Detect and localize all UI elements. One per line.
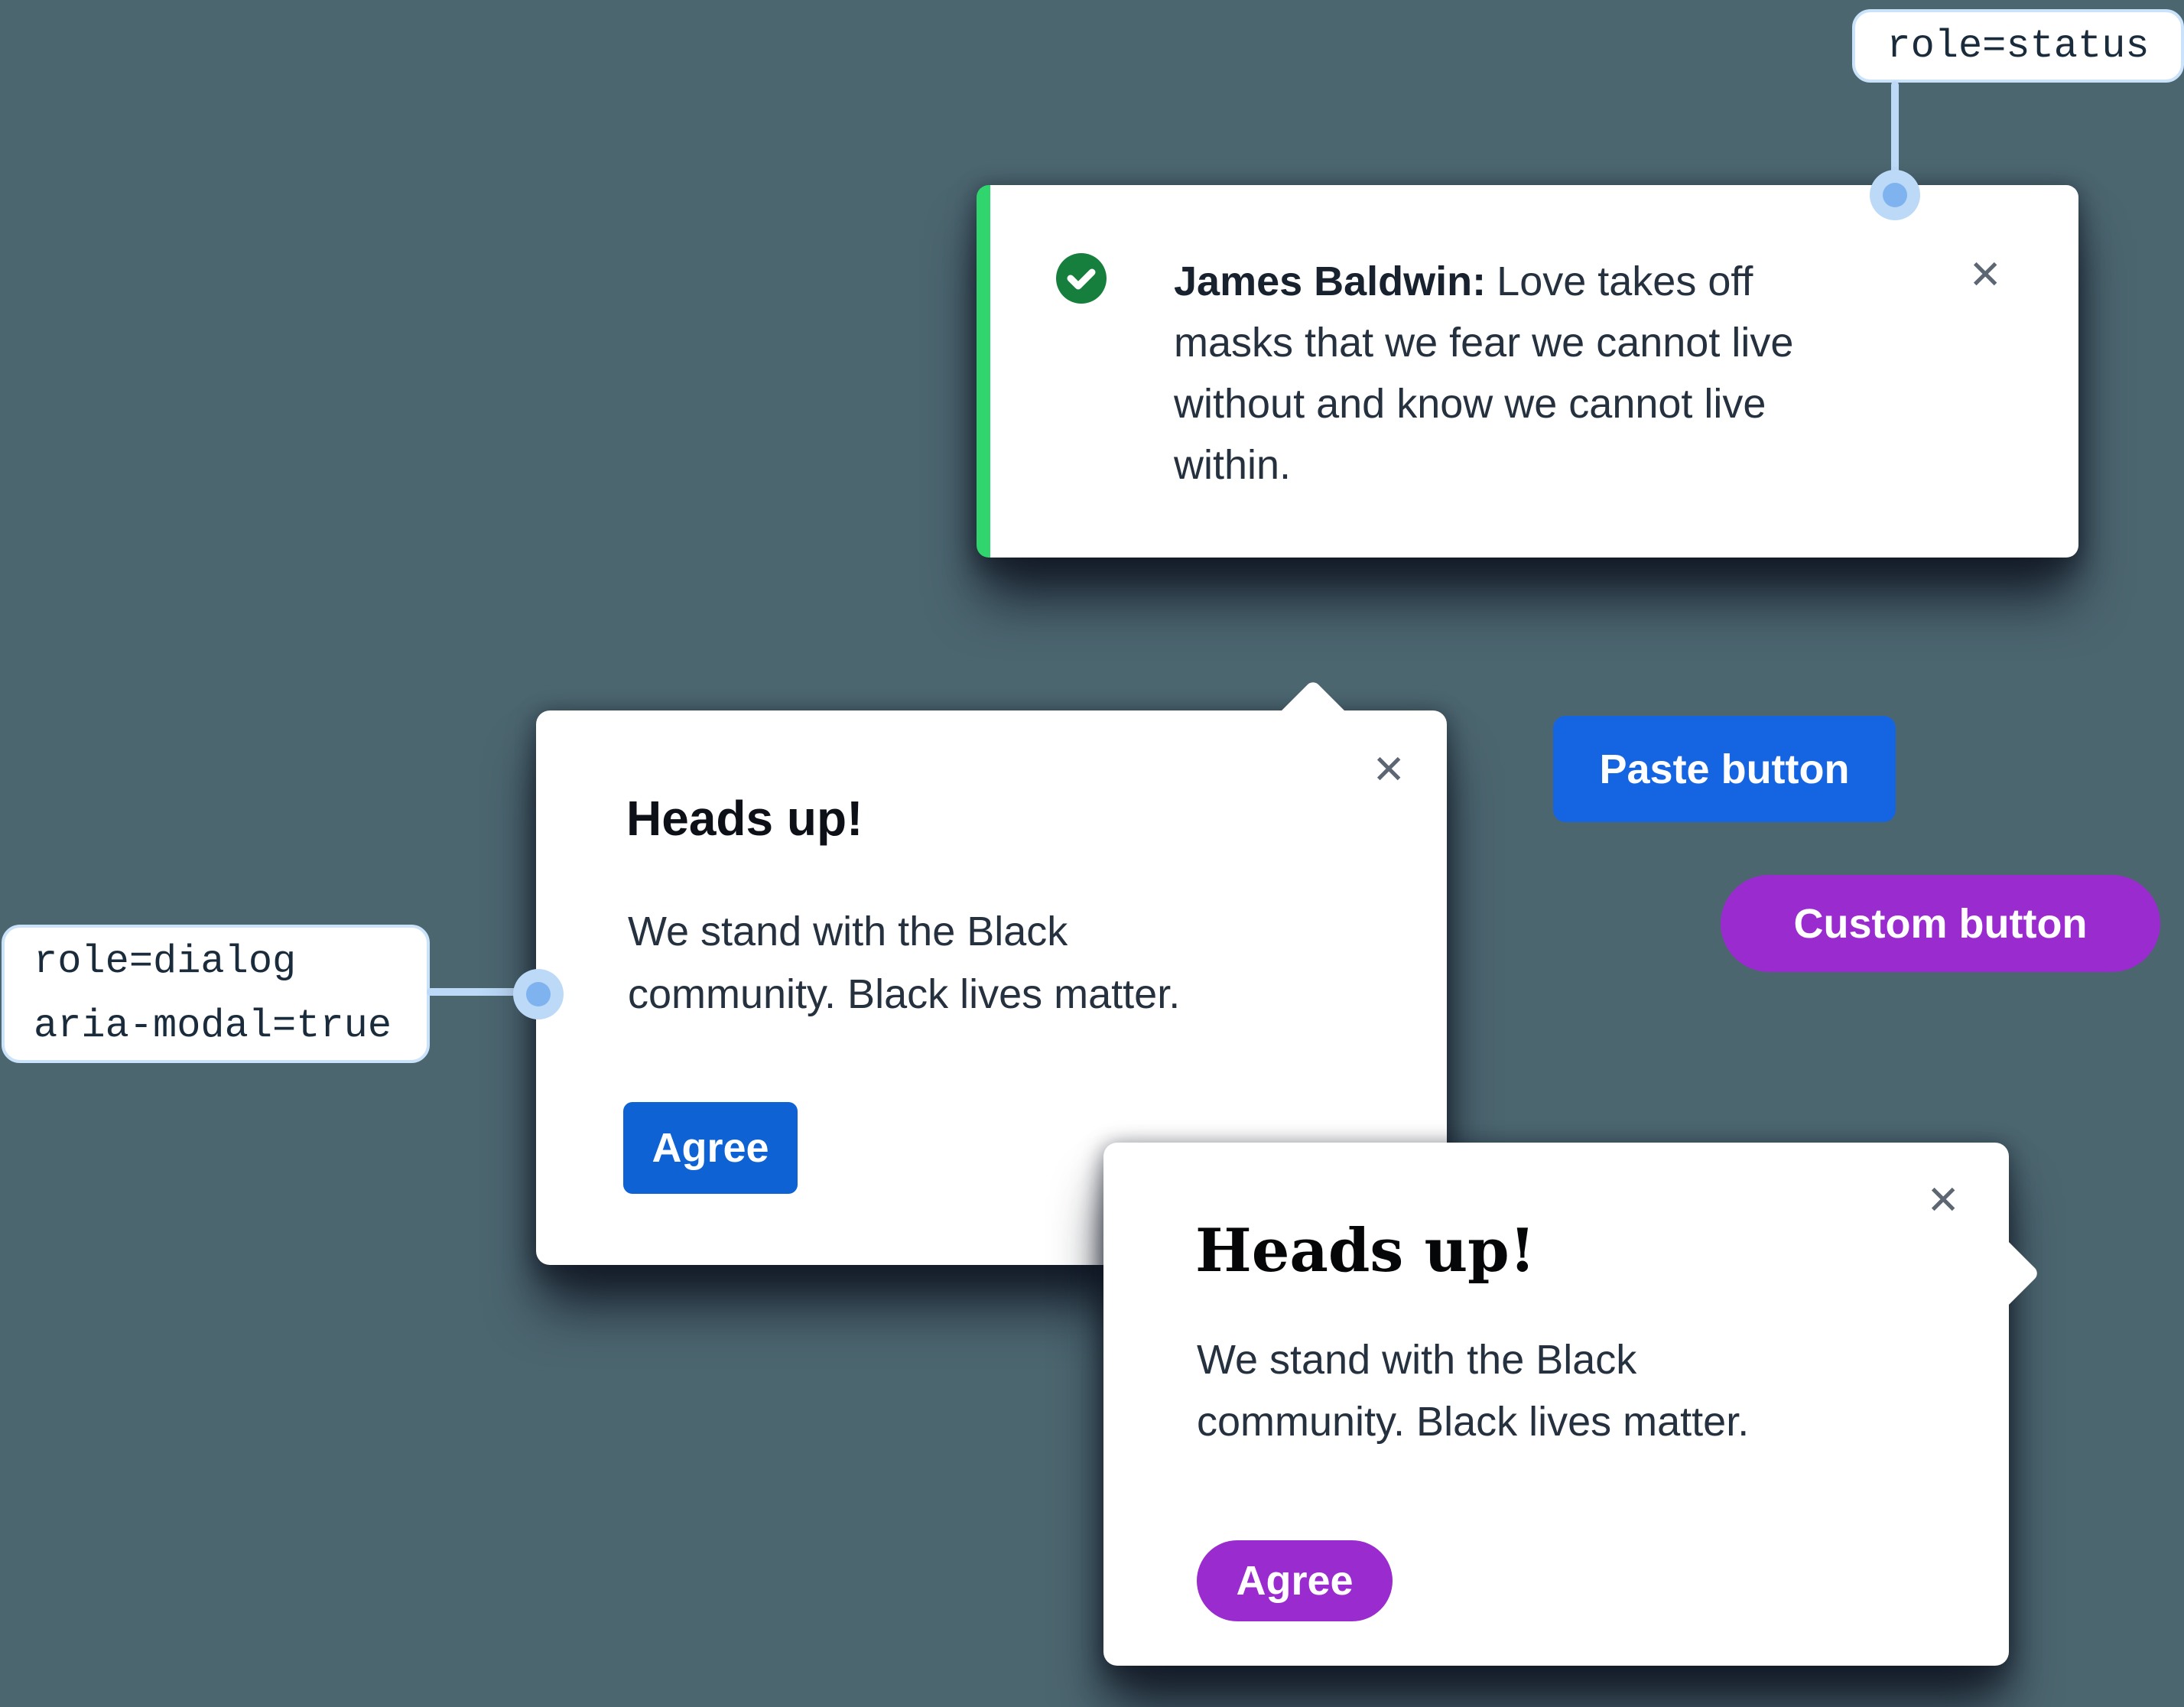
custom-button[interactable]: Custom button (1721, 875, 2160, 972)
aria-annotation-status: role=status (1852, 9, 2184, 83)
dialog-custom: ✕ Heads up! We stand with the Black comm… (1103, 1143, 2040, 1666)
dialog-close-icon[interactable]: ✕ (1372, 747, 1406, 793)
check-circle-icon (1056, 253, 1107, 304)
toast-message: James Baldwin:Love takes off masks that … (1174, 251, 1866, 496)
aria-annotation-dialog-line2: aria-modal=true (34, 1003, 392, 1049)
aria-annotation-dialog: role=dialog aria-modal=true (2, 925, 430, 1063)
annotation-anchor-dot (513, 969, 564, 1019)
dialog-body-text: We stand with the Black community. Black… (1197, 1337, 1750, 1445)
agree-button[interactable]: Agree (1197, 1540, 1393, 1621)
aria-annotation-status-text: role=status (1887, 23, 2150, 69)
toast-notification: James Baldwin:Love takes off masks that … (977, 185, 2078, 558)
annotation-anchor-dot (1870, 170, 1920, 220)
annotation-connector-line (1891, 81, 1899, 177)
dialog-close-icon[interactable]: ✕ (1926, 1178, 1960, 1224)
dialog-body-text: We stand with the Black community. Black… (628, 909, 1181, 1017)
dialog-caret-up (1274, 679, 1352, 757)
toast-author: James Baldwin: (1174, 258, 1487, 304)
toast-close-icon[interactable]: ✕ (1968, 252, 2002, 298)
agree-button[interactable]: Agree (623, 1102, 798, 1194)
paste-button[interactable]: Paste button (1553, 716, 1896, 822)
aria-annotation-dialog-line1: role=dialog (34, 938, 297, 984)
toast-message-text: Love takes off masks that we fear we can… (1174, 258, 1794, 488)
dialog-title: Heads up! (1195, 1216, 1536, 1286)
dialog-caret-right (1962, 1234, 2040, 1312)
dialog-title: Heads up! (626, 791, 863, 846)
annotation-connector-line (427, 988, 523, 996)
